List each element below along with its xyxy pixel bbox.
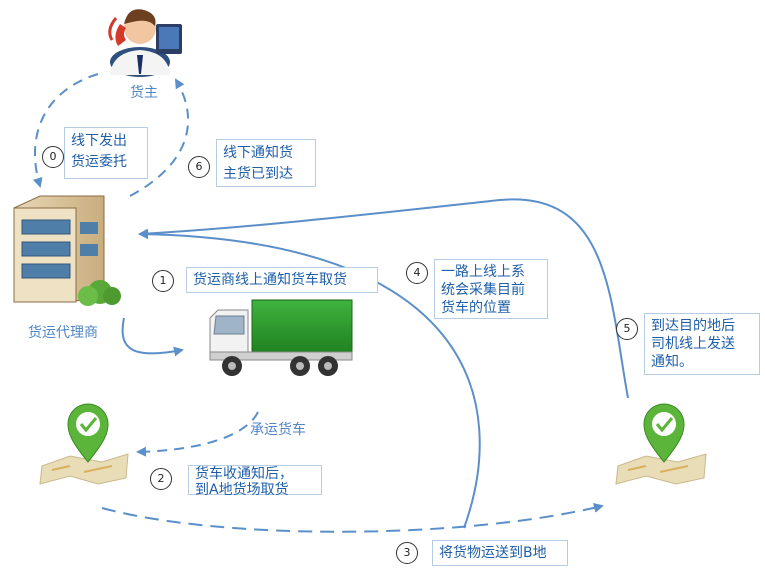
step-2-box: 货车收通知后， 到A地货场取货 (188, 465, 322, 498)
step-3-badge: 3 (396, 542, 418, 564)
truck-label: 承运货车 (250, 422, 306, 438)
step-5-box: 到达目的地后 司机线上发送 通知。 (644, 313, 760, 375)
arrow-step-1 (121, 317, 184, 357)
step-6-badge: 6 (188, 156, 210, 178)
step-0-badge: 0 (42, 146, 64, 168)
truck-icon (209, 299, 353, 376)
step-6-box: 线下通知货 主货已到达 (216, 139, 316, 187)
step-3-box: 将货物运送到B地 (432, 540, 568, 566)
step-4-box: 一路上线上系 统会采集目前 货车的位置 (434, 259, 548, 319)
shipper-label: 货主 (130, 85, 158, 101)
location-a-icon (39, 403, 129, 485)
agent-label: 货运代理商 (28, 325, 98, 341)
shipper-icon (108, 9, 182, 77)
building-icon (13, 195, 121, 306)
arrow-step-0 (32, 73, 99, 188)
location-b-icon (615, 403, 707, 485)
arrow-step-4 (138, 229, 481, 529)
step-0-box: 线下发出 货运委托 (64, 127, 148, 179)
step-1-badge: 1 (152, 270, 174, 292)
arrow-step-2 (136, 411, 259, 457)
arrow-step-5 (138, 198, 629, 399)
arrow-step-3 (101, 502, 604, 533)
step-5-badge: 5 (616, 318, 638, 340)
step-4-badge: 4 (406, 262, 428, 284)
step-2-badge: 2 (150, 468, 172, 490)
arrow-step-6 (129, 78, 190, 197)
step-1-box: 货运商线上通知货车取货 (186, 267, 378, 293)
